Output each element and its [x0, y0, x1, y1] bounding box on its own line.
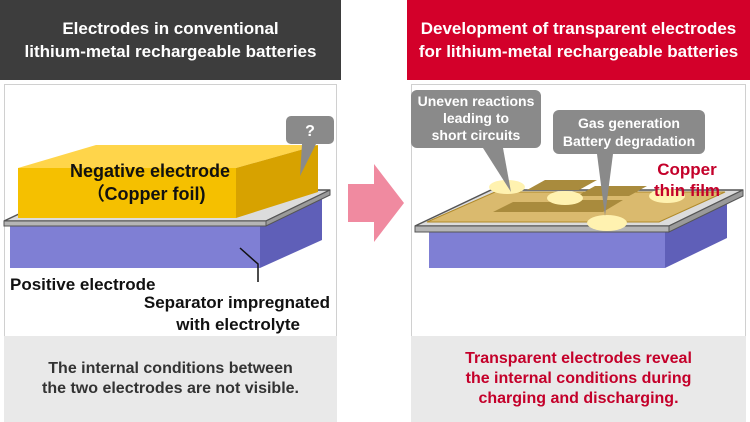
uneven-callout-line-2: leading to — [443, 110, 509, 126]
reaction-spot — [489, 180, 525, 194]
question-callout-pointer — [300, 144, 316, 176]
film-tile — [577, 186, 647, 196]
right-arrow-icon — [348, 164, 404, 242]
caption-line-1: Transparent electrodes reveal — [465, 350, 692, 367]
film-tile — [493, 202, 567, 212]
positive-electrode-front — [429, 232, 665, 268]
caption-line-2: the internal conditions during — [465, 370, 692, 387]
question-mark: ? — [305, 123, 315, 140]
title-line-2: lithium-metal rechargeable batteries — [24, 42, 317, 61]
reaction-spot — [587, 215, 627, 231]
title-line-2: for lithium-metal rechargeable batteries — [418, 42, 739, 61]
title-line-1: Electrodes in conventional — [62, 19, 279, 38]
gas-generation-callout — [553, 110, 705, 154]
film-tile — [527, 180, 597, 190]
copper-foil-side — [236, 145, 318, 218]
copper-foil-front — [18, 168, 236, 218]
gas-callout-pointer — [597, 154, 613, 216]
separator-front — [414, 225, 670, 233]
separator-label-line-2: with electrolyte — [175, 315, 300, 334]
conventional-caption: The internal conditions between the two … — [4, 336, 337, 422]
uneven-callout-pointer — [483, 148, 511, 192]
positive-electrode-label: Positive electrode — [10, 275, 156, 294]
reaction-spot — [547, 191, 583, 205]
transparent-panel-title: Development of transparent electrodes fo… — [407, 0, 750, 80]
transparent-caption: Transparent electrodes reveal the intern… — [411, 336, 746, 422]
separator-side — [265, 189, 331, 227]
title-line-1: Development of transparent electrodes — [420, 19, 737, 38]
copper-foil-top — [18, 145, 318, 168]
uneven-callout-line-3: short circuits — [432, 127, 521, 143]
copper-thin-film-label-line-2: thin film — [654, 181, 720, 200]
conventional-electrodes-panel: Electrodes in conventional lithium-metal… — [0, 0, 341, 422]
caption-line-1: The internal conditions between — [48, 360, 293, 377]
caption-line-2: the two electrodes are not visible. — [42, 380, 299, 397]
separator-label-line-1: Separator impregnated — [144, 293, 330, 312]
question-callout — [286, 116, 334, 144]
uneven-reactions-callout — [411, 90, 541, 148]
positive-electrode-side — [665, 204, 727, 268]
separator-side — [668, 189, 744, 233]
caption-line-3: charging and discharging. — [478, 390, 679, 407]
separator-front — [3, 220, 267, 227]
gas-callout-line-1: Gas generation — [578, 115, 680, 131]
conventional-battery-illustration: ? Negative electrode （Copper foil) Posit… — [3, 116, 334, 334]
reaction-spot — [649, 189, 685, 203]
copper-foil-label: （Copper foil) — [87, 184, 206, 204]
negative-electrode-label: Negative electrode — [70, 161, 230, 181]
gas-callout-line-2: Battery degradation — [563, 133, 695, 149]
transparent-electrodes-panel: Development of transparent electrodes fo… — [407, 0, 750, 422]
positive-electrode-side — [260, 196, 322, 268]
uneven-callout-line-1: Uneven reactions — [418, 93, 535, 109]
positive-electrode-front — [10, 222, 260, 268]
copper-thin-film-label-line-1: Copper — [657, 160, 717, 179]
conventional-panel-title: Electrodes in conventional lithium-metal… — [0, 0, 341, 80]
transparent-battery-illustration: Uneven reactions leading to short circui… — [411, 90, 744, 268]
separator-pointer-line — [239, 247, 259, 282]
